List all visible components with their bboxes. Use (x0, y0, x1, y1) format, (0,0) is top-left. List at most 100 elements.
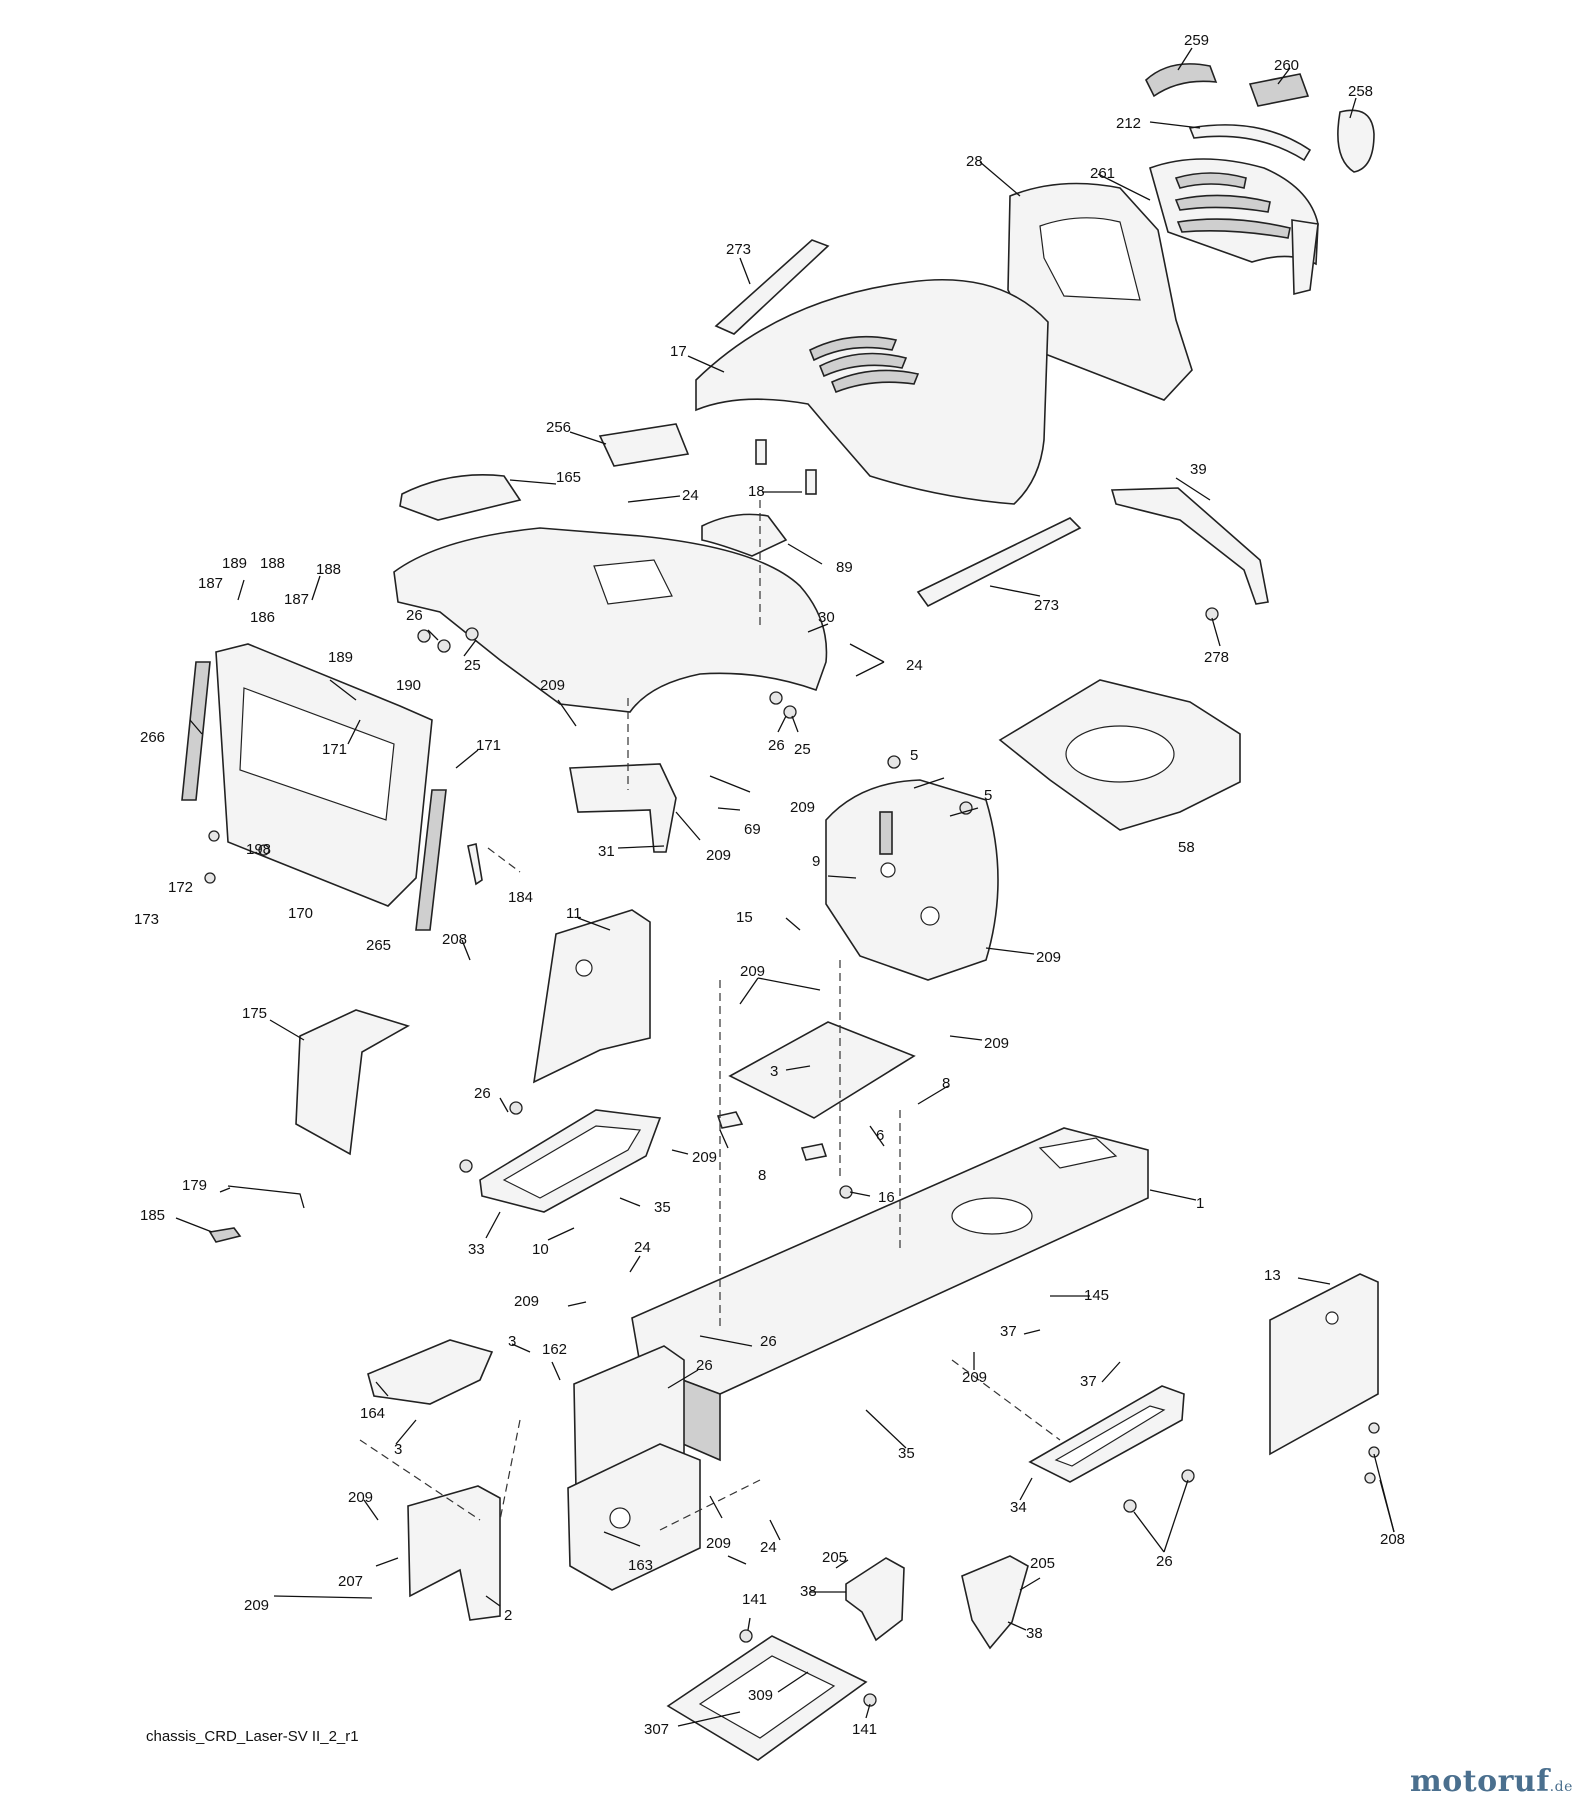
part-18-clip-a (755, 439, 767, 465)
callout-11: 11 (566, 905, 582, 922)
callout-164: 164 (360, 1405, 385, 1422)
callout-165: 165 (556, 469, 581, 486)
callout-278: 278 (1204, 649, 1229, 666)
callout-208-b: 208 (1380, 1531, 1405, 1548)
callout-208-a: 208 (442, 931, 467, 948)
callout-190: 190 (396, 677, 421, 694)
callout-25-a: 25 (464, 657, 481, 674)
part-6-plate (728, 1021, 916, 1119)
callout-10: 10 (532, 1241, 549, 1258)
callout-24-d: 24 (760, 1539, 777, 1556)
callout-273-bottom: 273 (1034, 597, 1059, 614)
bolt-icon (417, 629, 431, 643)
part-1-frame-top (631, 1127, 1149, 1395)
callout-5-a: 5 (910, 747, 918, 764)
callout-172: 172 (168, 879, 193, 896)
callout-209-l: 209 (244, 1597, 269, 1614)
part-273-side-grille-bottom (916, 517, 1082, 608)
part-13-rear-plate (1269, 1273, 1379, 1456)
callout-205-a: 205 (822, 1549, 847, 1566)
front-nose-group (1007, 63, 1375, 401)
callout-37-b: 37 (1080, 1373, 1097, 1390)
callout-8-a: 8 (942, 1075, 950, 1092)
part-256-cover (598, 423, 690, 467)
footrest-left-inner (502, 1125, 642, 1199)
hood-vent-3 (830, 369, 920, 394)
callout-24-b: 24 (906, 657, 923, 674)
callout-209-d: 209 (1036, 949, 1061, 966)
bolt-icon (459, 1159, 473, 1173)
callout-24-a: 24 (682, 487, 699, 504)
callout-35-b: 35 (898, 1445, 915, 1462)
part-39-bracket (1110, 487, 1269, 605)
bolt-icon (1368, 1422, 1380, 1434)
callout-186: 186 (250, 609, 275, 626)
callout-170: 170 (288, 905, 313, 922)
watermark-brand: motoruf (1410, 1764, 1550, 1799)
callout-256: 256 (546, 419, 571, 436)
callout-35-a: 35 (654, 1199, 671, 1216)
callout-38-a: 38 (800, 1583, 817, 1600)
callout-187-b: 187 (284, 591, 309, 608)
part-38-bracket-left (845, 1557, 905, 1642)
fasteners-group (204, 607, 1380, 1707)
mid-plates-group (208, 763, 999, 1243)
callout-30: 30 (818, 609, 835, 626)
leader-lines (175, 47, 1395, 1727)
callout-260: 260 (1274, 57, 1299, 74)
callout-209-e: 209 (740, 963, 765, 980)
callout-1: 1 (1196, 1195, 1204, 1212)
callout-175: 175 (242, 1005, 267, 1022)
part-184-latch (467, 843, 483, 886)
callout-209-g: 209 (692, 1149, 717, 1166)
part-164-bracket (367, 1339, 494, 1405)
part-273-side-grille-top (714, 239, 830, 335)
callout-171-a: 171 (322, 741, 347, 758)
callout-24-c: 24 (634, 1239, 651, 1256)
part-212-trim-strip (1188, 124, 1312, 162)
bolt-icon (258, 844, 270, 856)
callout-37-a: 37 (1000, 1323, 1017, 1340)
part-185-pedal (208, 1227, 242, 1243)
callout-34: 34 (1010, 1499, 1027, 1516)
callout-265: 265 (366, 937, 391, 954)
part-17-hood (695, 279, 1049, 505)
callout-184: 184 (508, 889, 533, 906)
front-frame-group (181, 643, 483, 931)
callout-261: 261 (1090, 165, 1115, 182)
assembly-lines (359, 500, 1061, 1531)
bolt-icon (1123, 1499, 1137, 1513)
rear-plate-hole (1325, 1311, 1339, 1325)
dash-opening (593, 559, 673, 605)
part-258-headlight-lens (1337, 109, 1375, 173)
callout-31: 31 (598, 843, 615, 860)
callout-189-a: 189 (222, 555, 247, 572)
console-hole-a (920, 906, 940, 926)
callout-179: 179 (182, 1177, 207, 1194)
bolt-icon (465, 627, 479, 641)
footrest-right-inner (1054, 1405, 1166, 1467)
callout-188-a: 188 (260, 555, 285, 572)
part-265-side-strip-right (415, 789, 447, 931)
bolt-icon (437, 639, 451, 653)
callout-209-k: 209 (706, 1535, 731, 1552)
grille-slot-2 (1174, 194, 1271, 213)
frame-top-opening (1038, 1137, 1118, 1169)
front-frame-opening (239, 687, 395, 821)
part-175-heat-shield (295, 1009, 411, 1156)
console-hole-b (880, 862, 896, 878)
callout-89: 89 (836, 559, 853, 576)
console-slot (879, 811, 893, 855)
callout-309: 309 (748, 1687, 773, 1704)
callout-141-b: 141 (852, 1721, 877, 1738)
callout-26-d: 26 (760, 1333, 777, 1350)
side-plate-hole (575, 959, 593, 977)
callout-145: 145 (1084, 1287, 1109, 1304)
callout-209-f: 209 (984, 1035, 1009, 1052)
part-30-dash-panel (393, 527, 828, 713)
dash-group (393, 474, 1241, 831)
part-31-bracket (569, 763, 677, 853)
callout-209-c: 209 (790, 799, 815, 816)
hood-vent-2 (818, 352, 908, 378)
part-28-frame-inner (1039, 217, 1141, 301)
